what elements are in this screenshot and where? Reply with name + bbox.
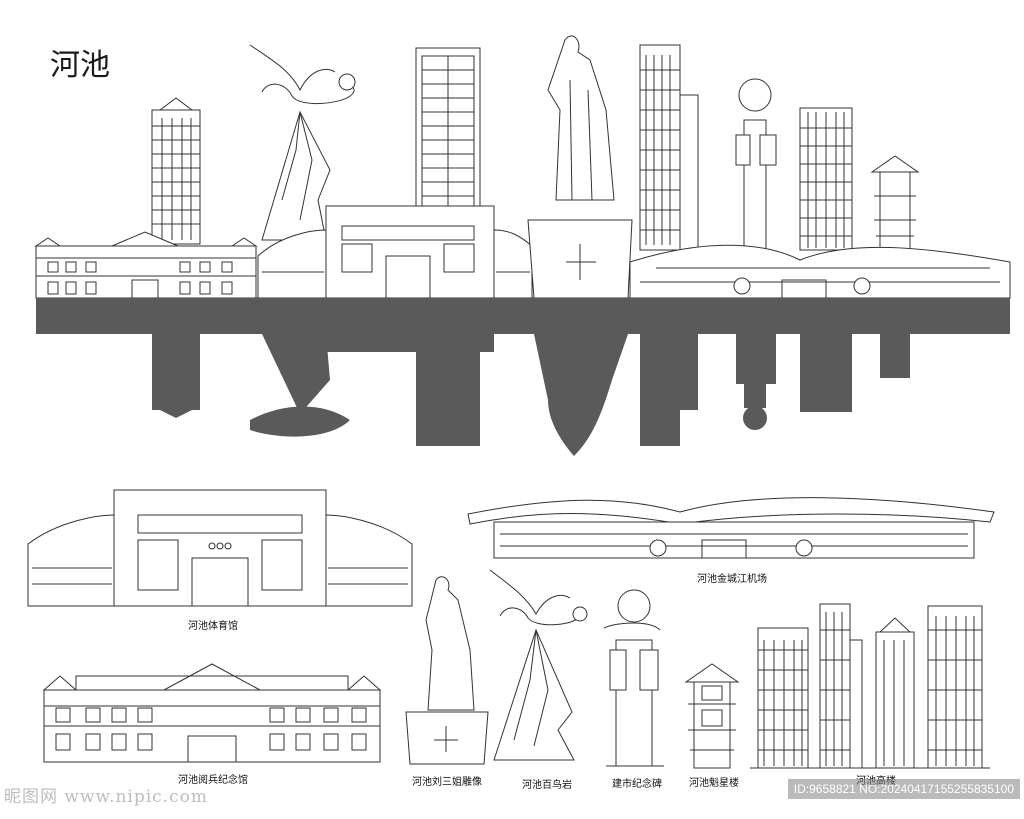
skyline-stadium — [257, 205, 533, 299]
skyline-airport — [629, 244, 1011, 299]
high-rises-drawing — [750, 603, 990, 769]
caption-liu-statue: 河池刘三姐雕像 — [412, 777, 482, 788]
skyline-tower-left — [151, 97, 201, 245]
skyline-bird-rock — [249, 44, 356, 241]
skyline-pedestal — [527, 219, 633, 299]
caption-memorial-hall: 河池阅兵纪念馆 — [178, 775, 248, 786]
skyline-memorial-hall — [34, 231, 258, 299]
monument-drawing — [603, 589, 664, 767]
liu-statue-drawing — [405, 576, 489, 765]
skyline-monument — [735, 78, 777, 251]
page-title: 河池 — [50, 48, 110, 83]
watermark-left: 昵图网 www.nipic.com — [4, 787, 208, 807]
kuixing-tower-drawing — [684, 663, 740, 769]
skyline-tower-mid — [415, 47, 481, 209]
caption-stadium: 河池体育馆 — [188, 621, 238, 632]
watermark-right: ID:9658821 NO:20240417155255835100 — [787, 779, 1020, 799]
skyline-main — [34, 35, 1011, 299]
caption-bird-rock: 河池百鸟岩 — [522, 780, 572, 791]
caption-monument: 建市纪念碑 — [612, 779, 662, 790]
skyline-tower-right-1 — [639, 44, 699, 251]
stadium-drawing — [27, 489, 413, 607]
caption-airport: 河池金城江机场 — [697, 574, 767, 585]
skyline-pagoda — [870, 155, 920, 251]
skyline-reflection — [36, 298, 1010, 456]
skyline-tower-right-2 — [799, 107, 853, 251]
caption-kuixing-tower: 河池魁星楼 — [689, 778, 739, 789]
memorial-hall-drawing — [42, 663, 382, 763]
skyline-statue — [547, 35, 615, 201]
airport-drawing — [467, 497, 995, 559]
bird-rock-drawing — [489, 569, 588, 761]
